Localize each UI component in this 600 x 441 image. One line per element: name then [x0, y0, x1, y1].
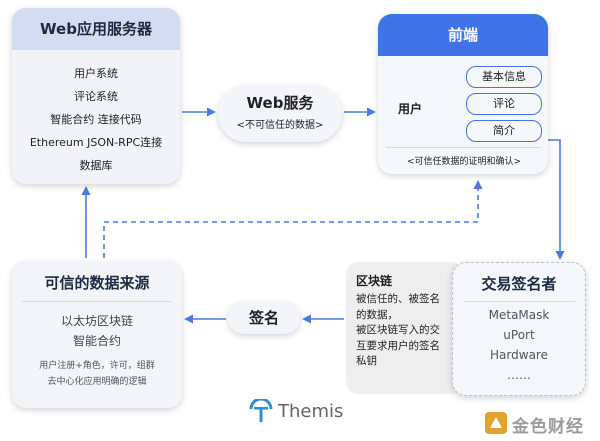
arrow-frontend-to-signer — [548, 139, 565, 260]
web-service-title: Web服务 — [246, 94, 314, 112]
signer-wallet-more: …… — [507, 368, 531, 382]
pill-profile: 简介 — [466, 120, 542, 142]
frontend-user-label: 用户 — [398, 102, 423, 116]
blockchain-box: 区块链 被信任的、被签名 的数据， 被区块链写入的交 互要求用户的签名 私钥 — [346, 262, 462, 394]
signer-wallet-metamask: MetaMask — [488, 308, 550, 322]
web-app-server-box: Web应用服务器 用户系统 评论系统 智能合约 连接代码 Ethereum JS… — [12, 8, 180, 184]
trusted-source-divider — [22, 301, 172, 302]
frontend-box: 前端 用户 基本信息 评论 简介 <可信任数据的证明和确认> — [378, 14, 548, 174]
signer-title: 交易签名者 — [481, 275, 557, 293]
trusted-source-title: 可信的数据来源 — [44, 274, 150, 292]
themis-logo-text: Themis — [278, 401, 344, 422]
blockchain-line: 私钥 — [356, 355, 377, 367]
trusted-data-source-box: 可信的数据来源 以太坊区块链 智能合约 用户注册+角色，许可，组群 去中心化应用… — [12, 262, 182, 408]
frontend-title: 前端 — [378, 14, 548, 56]
pill-comments: 评论 — [466, 93, 542, 115]
blockchain-line: 被区块链写入的交 — [356, 324, 440, 336]
web-app-server-items: 用户系统 评论系统 智能合约 连接代码 Ethereum JSON-RPC连接 … — [12, 50, 180, 177]
server-item: 智能合约 连接代码 — [50, 113, 142, 126]
trusted-source-line1: 以太坊区块链 — [60, 314, 133, 328]
server-item: 数据库 — [79, 159, 113, 172]
web-service-subtitle: <不可信任的数据> — [236, 120, 324, 131]
web-service-bubble: Web服务 <不可信任的数据> — [218, 86, 342, 142]
themis-mark-icon — [249, 399, 273, 422]
trusted-source-small1: 用户注册+角色，许可，组群 — [39, 361, 155, 371]
blockchain-title: 区块链 — [356, 274, 393, 288]
frontend-proof-note: <可信任数据的证明和确认> — [406, 157, 522, 167]
dashed-arrow-trusted-to-frontend — [103, 180, 483, 258]
pill-basic-info: 基本信息 — [466, 66, 542, 88]
trusted-source-line2: 智能合约 — [72, 334, 121, 348]
server-item: 评论系统 — [74, 90, 118, 103]
frontend-divider — [386, 147, 540, 148]
blockchain-line: 被信任的、被签名 — [356, 293, 440, 305]
signature-bubble: 签名 — [228, 302, 300, 334]
watermark-mark-icon — [485, 412, 507, 434]
themis-logo: Themis — [246, 398, 356, 426]
blockchain-line: 互要求用户的签名 — [356, 339, 440, 352]
transaction-signer-box: 交易签名者 MetaMask uPort Hardware …… — [452, 262, 586, 396]
watermark: 金色财经 — [484, 410, 594, 437]
watermark-text: 金色财经 — [512, 417, 584, 437]
trusted-source-small2: 去中心化应用明确的逻辑 — [47, 377, 147, 387]
blockchain-line: 的数据， — [356, 308, 398, 321]
signer-wallet-uport: uPort — [503, 328, 535, 342]
web-app-server-title: Web应用服务器 — [12, 8, 180, 50]
signer-wallet-hardware: Hardware — [490, 348, 548, 362]
signer-divider — [463, 301, 575, 302]
server-item: 用户系统 — [74, 67, 118, 80]
server-item: Ethereum JSON-RPC连接 — [29, 136, 163, 149]
